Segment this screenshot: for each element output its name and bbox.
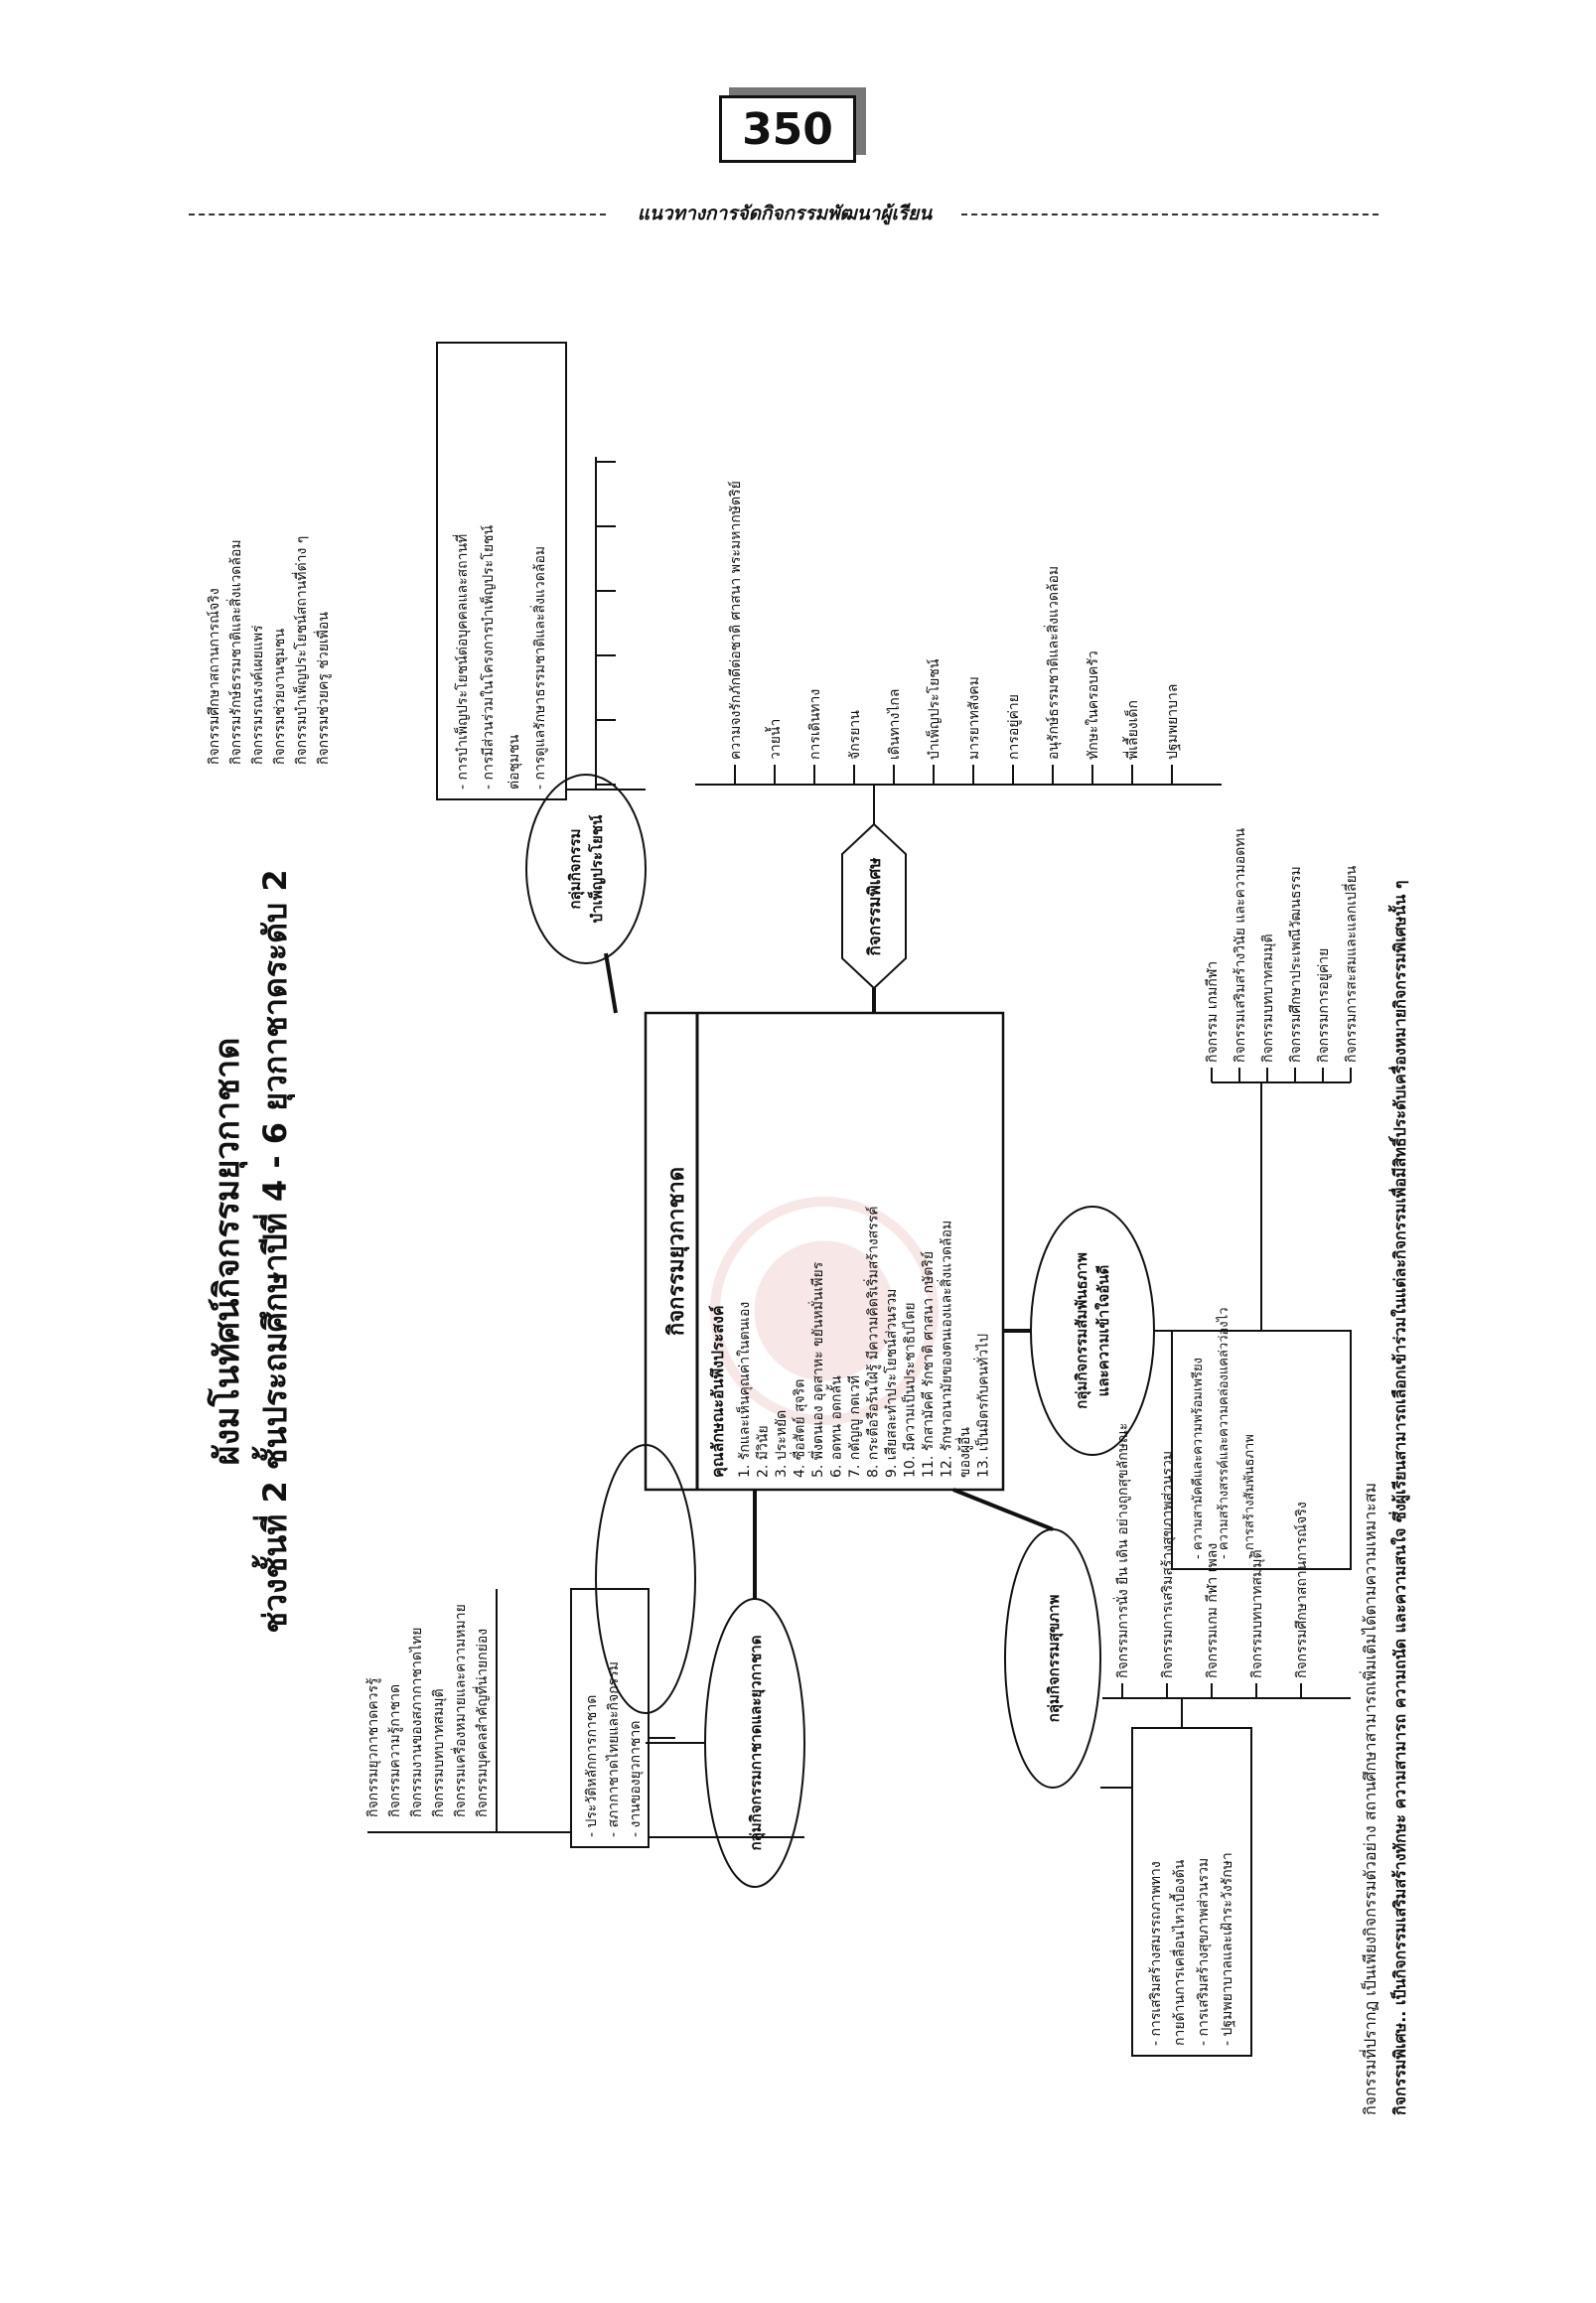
relations-label-1: กลุ่มกิจกรรมสัมพันธภาพ xyxy=(1073,1252,1091,1409)
emblem-watermark xyxy=(710,1197,939,1425)
diagram-title: ผังมโนทัศน์กิจกรรมยุวกาชาด xyxy=(207,1038,248,1466)
diagram-subtitle: ช่วงชั้นที่ 2 ชั้นประถมศึกษาปีที่ 4 - 6 … xyxy=(251,869,296,1633)
special-item: ทักษะในครอบครัว xyxy=(1085,650,1101,760)
service-label-2: บำเพ็ญประโยชน์ xyxy=(587,814,606,923)
service-activity: กิจกรรมรณรงค์เผยแพร่ xyxy=(249,625,266,765)
trait-item: 2. มีวินัย xyxy=(756,1425,772,1478)
trait-item: 8. กระตือรือร้นใฝ่รู้ มีความคิดริเริ่มสร… xyxy=(864,1206,882,1478)
relations-box-item: - การสร้างสัมพันธภาพ xyxy=(1242,1434,1257,1559)
running-title: แนวทางการจัดกิจกรรมพัฒนาผู้เรียน xyxy=(637,203,933,224)
header-rule-right xyxy=(961,214,1378,216)
trait-item: 6. อดทน อดกลั้น xyxy=(826,1375,845,1478)
center-heading: กิจกรรมยุวกาชาด xyxy=(664,1167,690,1336)
trait-item: 12. รักษาอนามัยของตนเองและสิ่งแวดล้อม xyxy=(938,1221,955,1478)
relations-box-item: - ความสร้างสรรค์และความคล่องแคล่วว่องไว xyxy=(1216,1308,1232,1560)
service-activity: กิจกรรมช่วยงานชุมชน xyxy=(272,629,288,765)
health-box-item: กายด้านการเคลื่อนไหวเบื้องต้น xyxy=(1169,1859,1188,2046)
trait-item: 11. รักสามัคคี รักชาติ ศาสนา กษัตริย์ xyxy=(920,1251,937,1478)
health-activity: กิจกรรมเกม กีฬา เพลง xyxy=(1205,1543,1221,1678)
trait-item: 4. ซื่อสัตย์ สุจริต xyxy=(791,1379,808,1478)
service-box-item: - การดูแลรักษาธรรมชาติและสิ่งแวดล้อม xyxy=(530,546,548,790)
page-number: 350 xyxy=(719,95,856,163)
health-box-item: - การเสริมสร้างสุขภาพส่วนรวม xyxy=(1196,1858,1212,2046)
service-activity: กิจกรรมรักษ์ธรรมชาติและสิ่งแวดล้อม xyxy=(226,539,244,765)
history-box-item: - งานของยุวกาชาด xyxy=(628,1721,644,1837)
history-activity: กิจกรรมบทบาทสมมุติ xyxy=(431,1688,447,1817)
special-item: พี่เลี้ยงเด็ก xyxy=(1122,700,1141,760)
relations-activity: กิจกรรมบทบาทสมมุติ xyxy=(1260,934,1276,1063)
special-item: การเดินทาง xyxy=(807,689,823,760)
special-item: ความจงรักภักดีต่อชาติ ศาสนา พระมหากษัตริ… xyxy=(727,481,744,760)
special-item: ปฐมพยาบาล xyxy=(1165,684,1181,760)
relations-activity: กิจกรรม เกมกีฬา xyxy=(1205,961,1221,1063)
service-activity: กิจกรรมช่วยครู ช่วยเพื่อน xyxy=(314,612,332,765)
special-item: การอยู่ค่าย xyxy=(1006,694,1022,760)
service-box xyxy=(436,342,567,800)
trait-item: 1. รักและเห็นคุณค่าในตนเอง xyxy=(735,1302,753,1478)
trait-item: 13. เป็นมิตรกับคนทั่วไป xyxy=(974,1334,992,1478)
relations-ellipse xyxy=(1030,1206,1155,1456)
trait-item: ของผู้อื่น xyxy=(955,1427,973,1478)
trait-item: 9. เสียสละทำประโยชน์ส่วนรวม xyxy=(883,1289,900,1478)
history-activity: กิจกรรมความรู้กาชาด xyxy=(387,1684,403,1817)
history-label: กลุ่มกิจกรรมกาชาดและยุวกาชาด xyxy=(747,1636,766,1851)
special-item: เดินทางไกล xyxy=(886,689,903,760)
relations-activity: กิจกรรมการอยู่ค่าย xyxy=(1316,948,1332,1063)
footnote-1: กิจกรรมที่ปรากฏ เป็นเพียงกิจกรรมตัวอย่าง… xyxy=(1359,1483,1379,2115)
health-box-item: - การเสริมสร้างสมรรถภาพทาง xyxy=(1148,1861,1164,2046)
health-activity: กิจกรรมศึกษาสถานการณ์จริง xyxy=(1293,1502,1310,1678)
history-activity: กิจกรรมบุคคลสำคัญที่น่ายกย่อง xyxy=(473,1629,491,1817)
health-ellipse xyxy=(595,1444,696,1714)
trait-item: 7. กตัญญู กตเวที xyxy=(847,1375,863,1478)
history-box xyxy=(570,1588,650,1848)
connector-line xyxy=(952,1488,1054,1531)
service-ellipse xyxy=(525,774,647,964)
trait-item: 5. พึ่งตนเอง อุตสาหะ ขยันหมั่นเพียร xyxy=(808,1261,826,1478)
history-activity: กิจกรรมงานของสภากาชาดไทย xyxy=(408,1628,425,1817)
health-label: กลุ่มกิจกรรมสุขภาพ xyxy=(1045,1595,1064,1723)
service-box-item: - การบำเพ็ญประโยชน์ต่อบุคคลและสถานที่ xyxy=(453,534,471,790)
special-label: กิจกรรมพิเศษ xyxy=(865,857,885,955)
health-activity: กิจกรรมการเสริมสร้างสุขภาพส่วนรวม xyxy=(1160,1451,1176,1678)
footnote-2: กิจกรรมพิเศษ.. เป็นกิจกรรมเสริมสร้างทักษ… xyxy=(1387,881,1411,2116)
trait-item: 3. ประหยัด xyxy=(774,1410,790,1478)
health-activity: กิจกรรมบทบาทสมมุติ xyxy=(1249,1549,1265,1678)
history-activity: กิจกรรมยุวกาชาดควรรู้ xyxy=(365,1677,381,1817)
special-item: อนุรักษ์ธรรมชาติและสิ่งแวดล้อม xyxy=(1044,566,1062,760)
special-item: บำเพ็ญประโยชน์ xyxy=(925,658,943,760)
service-label-1: กลุ่มกิจกรรม xyxy=(566,828,585,909)
health-activity: กิจกรรมการนั่ง ยืน เดิน อย่างถูกสุขลักษณ… xyxy=(1113,1423,1131,1678)
special-item: จักรยาน xyxy=(847,710,863,760)
center-subheading: คุณลักษณะอันพึงประสงค์ xyxy=(708,1305,728,1478)
service-activity: กิจกรรมศึกษาสถานการณ์จริง xyxy=(206,588,222,765)
history-box-item: - สภากาชาดไทยและกิจกรรม xyxy=(605,1661,622,1837)
health-box xyxy=(1131,1727,1252,2057)
trait-item: 10. มีความเป็นประชาธิปไตย xyxy=(901,1302,919,1478)
relations-activity: กิจกรรมศึกษาประเพณีวัฒนธรรม xyxy=(1288,866,1304,1063)
relations-box-item: - ความสามัคคีและความพร้อมเพรียง xyxy=(1190,1358,1206,1559)
health-box-item: - ปฐมพยาบาลและเฝ้าระวังรักษา xyxy=(1220,1852,1235,2046)
header-rule-left xyxy=(189,214,606,216)
history-activity: กิจกรรมเครื่องหมายและความหมาย xyxy=(451,1604,469,1817)
concept-map: ผังมโนทัศน์กิจกรรมยุวกาชาด ช่วงชั้นที่ 2… xyxy=(179,328,1430,2175)
service-box-item: ต่อชุมชน xyxy=(507,734,522,790)
diagram-region: ผังมโนทัศน์กิจกรรมยุวกาชาด ช่วงชั้นที่ 2… xyxy=(179,328,1430,2175)
center-box xyxy=(644,1011,1005,1492)
relations-activity: กิจกรรมเสริมสร้างวินัย และความอดทน xyxy=(1233,827,1248,1063)
relations-label-2: และความเข้าใจอันดี xyxy=(1094,1265,1112,1397)
history-box-item: - ประวัติหลักการกาชาด xyxy=(584,1695,600,1837)
service-activity: กิจกรรมบำเพ็ญประโยชน์สถานที่ต่าง ๆ xyxy=(292,536,310,765)
special-item: วายน้ำ xyxy=(765,719,784,760)
special-item: มารยาทสังคม xyxy=(966,676,982,760)
service-box-item: - การมีส่วนร่วมในโครงการบำเพ็ญประโยชน์ xyxy=(479,524,497,790)
relations-activity: กิจกรรมการสะสมและแลกเปลี่ยน xyxy=(1342,865,1360,1063)
